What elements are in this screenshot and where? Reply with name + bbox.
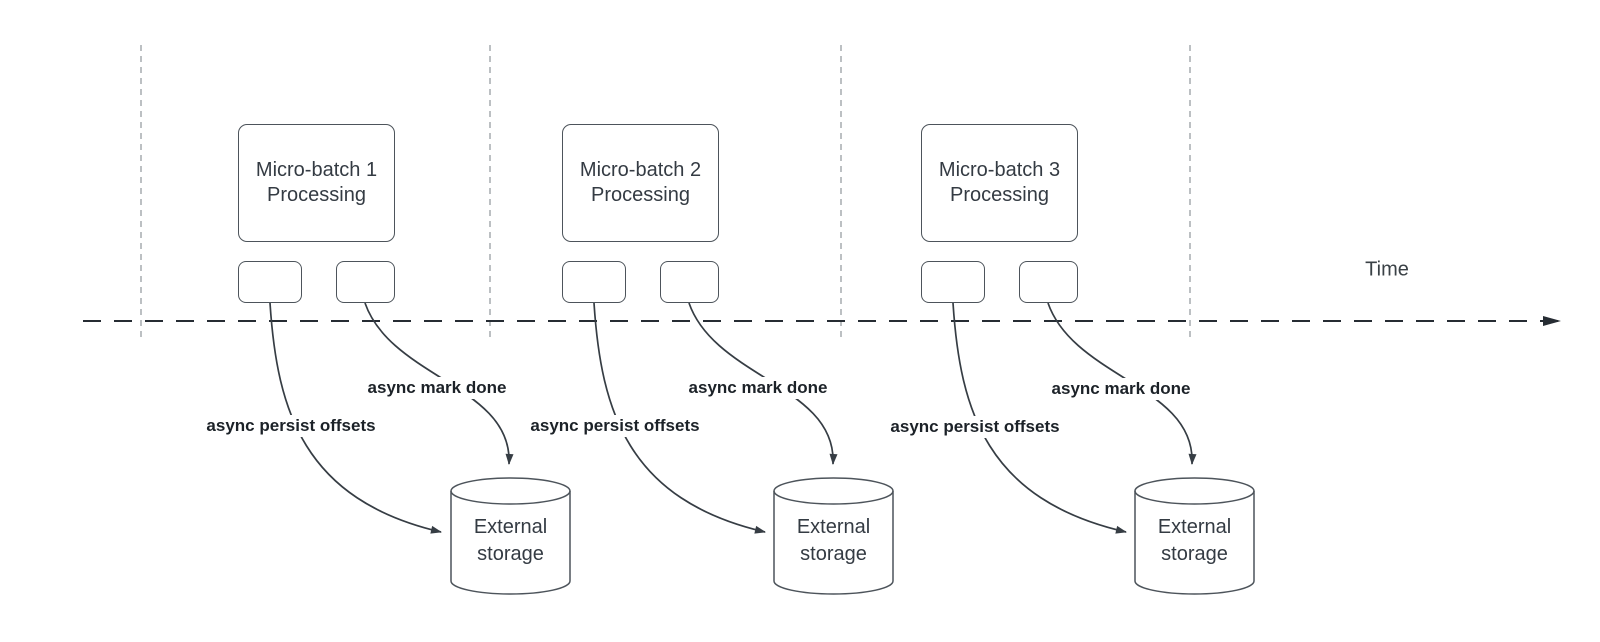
time-axis-label: Time	[1365, 258, 1409, 281]
storage-cylinder-2	[773, 477, 894, 595]
persist-task-box-2	[562, 261, 626, 303]
persist-offsets-label-2: async persist offsets	[527, 415, 703, 437]
persist-offsets-arrow-1	[269, 302, 442, 534]
persist-offsets-arrow-3	[952, 302, 1127, 534]
storage-cylinder-1	[450, 477, 571, 595]
micro-batch-1-title-line2: Processing	[267, 184, 366, 206]
mark-done-label-1: async mark done	[364, 377, 510, 399]
storage-label-line1: External	[1157, 516, 1232, 538]
storage-label-line2: storage	[477, 543, 544, 565]
micro-batch-2-box: Micro-batch 2 Processing	[562, 124, 719, 242]
persist-task-box-3	[921, 261, 985, 303]
persist-task-box-1	[238, 261, 302, 303]
mark-done-label-2: async mark done	[685, 377, 831, 399]
micro-batch-1-box: Micro-batch 1 Processing	[238, 124, 395, 242]
micro-batch-2-title-line1: Micro-batch 2	[579, 159, 702, 181]
external-storage-label-1: External storage	[451, 500, 570, 582]
micro-batch-2-title-line2: Processing	[591, 184, 690, 206]
persist-offsets-label-3: async persist offsets	[887, 416, 1063, 438]
micro-batch-3-title-line2: Processing	[950, 184, 1049, 206]
persist-offsets-label-1: async persist offsets	[203, 415, 379, 437]
storage-label-line2: storage	[800, 543, 867, 565]
external-storage-label-3: External storage	[1135, 500, 1254, 582]
mark-done-label-3: async mark done	[1048, 378, 1194, 400]
storage-label-line1: External	[796, 516, 871, 538]
storage-label-line2: storage	[1161, 543, 1228, 565]
storage-label-line1: External	[473, 516, 548, 538]
persist-offsets-arrow-2	[593, 302, 766, 534]
micro-batch-3-box: Micro-batch 3 Processing	[921, 124, 1078, 242]
external-storage-label-2: External storage	[774, 500, 893, 582]
mark-done-task-box-1	[336, 261, 395, 303]
micro-batch-3-title-line1: Micro-batch 3	[938, 159, 1061, 181]
mark-done-task-box-2	[660, 261, 719, 303]
storage-cylinder-3	[1134, 477, 1255, 595]
micro-batch-1-title-line1: Micro-batch 1	[255, 159, 378, 181]
mark-done-task-box-3	[1019, 261, 1078, 303]
